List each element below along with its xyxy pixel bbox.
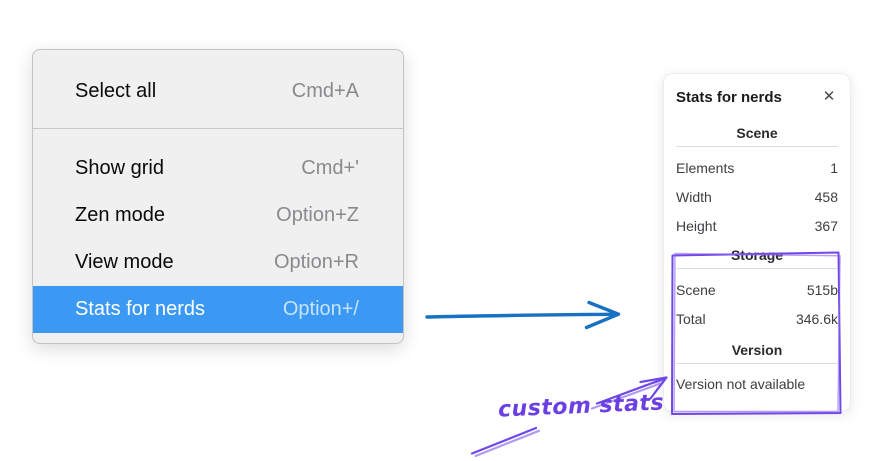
menu-item-shortcut: Option+R — [273, 251, 359, 273]
section-divider — [676, 146, 838, 147]
stat-value: 458 — [814, 188, 838, 205]
stat-value: 1 — [830, 159, 838, 176]
menu-item-label: Show grid — [75, 157, 164, 179]
menu-separator — [33, 128, 403, 129]
stats-panel: Stats for nerds ✕ Scene Elements 1 Width… — [663, 73, 851, 412]
section-heading-scene: Scene — [736, 125, 778, 141]
stat-label: Elements — [676, 159, 735, 176]
section-divider — [676, 363, 838, 364]
stat-row-scene-size: Scene 515b — [676, 275, 838, 304]
stats-panel-header: Stats for nerds ✕ — [676, 86, 838, 108]
menu-item-label: Stats for nerds — [75, 298, 206, 320]
menu-item-shortcut: Cmd+A — [291, 79, 359, 102]
section-heading-storage: Storage — [730, 247, 784, 263]
stat-row-width: Width 458 — [676, 182, 838, 211]
menu-item-shortcut: Cmd+' — [301, 157, 359, 179]
menu-item-stats-for-nerds[interactable]: Stats for nerds Option+/ — [33, 286, 403, 333]
stat-value: 346.6k — [795, 310, 838, 327]
stat-label: Width — [676, 188, 712, 205]
menu-item-label: Zen mode — [75, 204, 166, 226]
close-icon[interactable]: ✕ — [820, 88, 838, 106]
section-heading-version: Version — [731, 342, 783, 358]
menu-item-shortcut: Option+Z — [276, 204, 359, 226]
stat-row-total-size: Total 346.6k — [676, 304, 838, 333]
stat-row-elements: Elements 1 — [676, 153, 838, 182]
menu-item-shortcut: Option+/ — [282, 298, 359, 320]
stat-row-height: Height 367 — [676, 211, 838, 240]
menu-item-label: View mode — [75, 251, 174, 273]
blue-arrow — [425, 300, 621, 330]
stat-value: 367 — [814, 217, 838, 234]
menu-item-select-all[interactable]: Select all Cmd+A — [33, 64, 403, 118]
stats-panel-title: Stats for nerds — [676, 88, 782, 106]
menu-item-view-mode[interactable]: View mode Option+R — [33, 239, 403, 286]
stat-value: 515b — [806, 281, 838, 298]
stat-label: Height — [676, 217, 717, 234]
menu-item-show-grid[interactable]: Show grid Cmd+' — [33, 145, 403, 192]
stat-label: Total — [676, 310, 706, 327]
stat-label: Scene — [676, 281, 716, 298]
menu-item-label: Select all — [75, 79, 157, 102]
context-menu: Select all Cmd+A Show grid Cmd+' Zen mod… — [32, 49, 404, 344]
version-note: Version not available — [676, 376, 806, 392]
annotation-custom-stats-label: custom stats — [497, 390, 665, 423]
menu-item-zen-mode[interactable]: Zen mode Option+Z — [33, 192, 403, 239]
section-divider — [676, 268, 838, 269]
